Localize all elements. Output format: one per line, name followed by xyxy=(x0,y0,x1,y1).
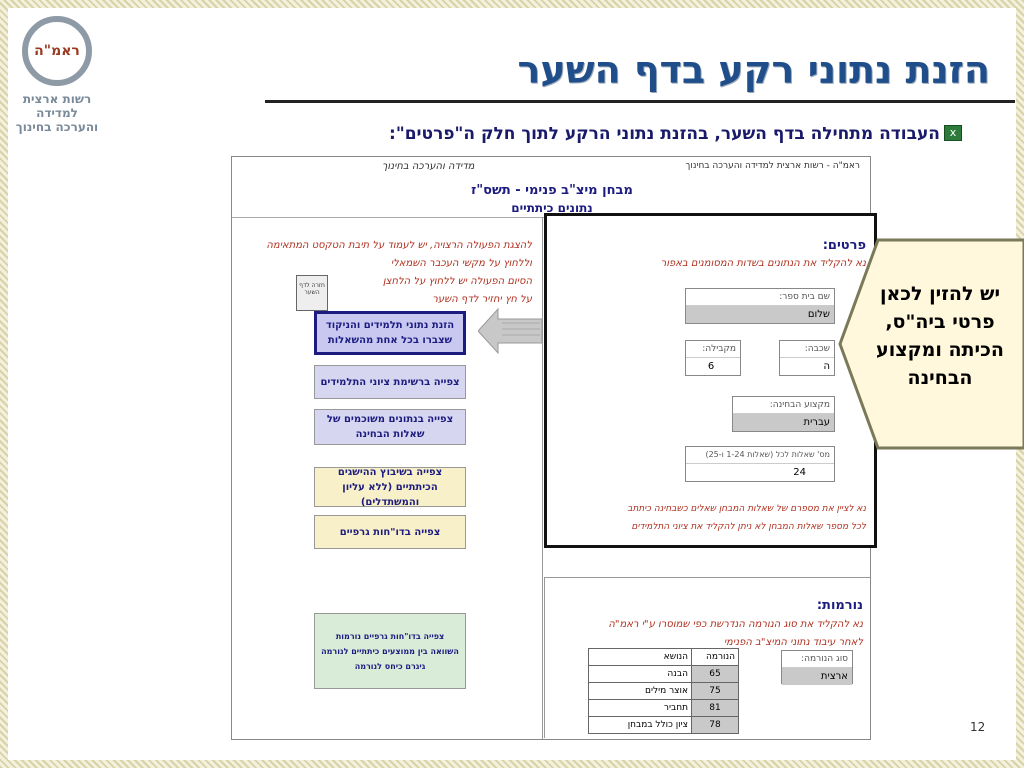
norm-topic: אוצר מילים xyxy=(588,682,692,700)
view-graph-reports-button[interactable]: צפייה בדו"חות גרפיים xyxy=(314,515,466,549)
table-row: הנורמה הנושא xyxy=(588,648,739,666)
norm-value[interactable]: 78 xyxy=(691,716,739,734)
table-row: 75 אוצר מילים xyxy=(588,682,739,700)
callout-shape xyxy=(838,238,1024,450)
norm-header-value: הנורמה xyxy=(691,648,739,666)
sheet-divider xyxy=(542,217,543,739)
grey-arrow-icon xyxy=(478,307,542,355)
school-name-input[interactable]: שלום xyxy=(686,306,834,323)
table-row: 65 הבנה xyxy=(588,665,739,683)
slide-subtitle: העבודה מתחילה בדף השער, בהזנת נתוני הרקע… xyxy=(389,124,940,144)
grade-label: שכבה: xyxy=(780,341,834,358)
details-instruction: נא להקליד את הנתונים בשדות המסומנים באפו… xyxy=(660,258,866,269)
view-student-grades-button[interactable]: צפייה ברשימת ציוני התלמידים xyxy=(314,365,466,399)
norm-value[interactable]: 65 xyxy=(691,665,739,683)
return-arrow-button[interactable]: חזרה לדף השער xyxy=(296,275,328,311)
title-underline xyxy=(265,100,1015,103)
callout-text: יש להזין לכאן פרטי ביה"ס, הכיתה ומקצוע ה… xyxy=(876,283,1004,389)
norms-title: נורמות: xyxy=(816,598,863,613)
norm-value[interactable]: 81 xyxy=(691,699,739,717)
sheet-header: מדידה והערכה בחינוך ראמ"ה - רשות ארצית ל… xyxy=(232,157,870,218)
norm-value[interactable]: 75 xyxy=(691,682,739,700)
excel-bullet-icon: x xyxy=(944,125,962,141)
questions-count-field: מס' שאלות לכל (שאלות 1-24 ו-25) 24 xyxy=(685,446,835,482)
sheet-header-right: ראמ"ה - רשות ארצית למדידה והערכה בחינוך xyxy=(685,161,860,171)
rama-logo: ראמ"ה xyxy=(22,16,92,86)
view-norm-reports-button[interactable]: צפייה בדו"חות גרפיים נורמות השוואה בין מ… xyxy=(314,613,466,689)
norms-instruction: נא להקליד את סוג הנורמה הנדרשת כפי שמוסר… xyxy=(608,619,863,648)
logo-text: ראמ"ה xyxy=(34,43,80,59)
details-footnote: נא לציין את מספרם של שאלות המבחן שאלים כ… xyxy=(627,504,866,532)
school-name-field: שם בית ספר: שלום xyxy=(685,288,835,324)
subject-input[interactable]: עברית xyxy=(733,414,834,431)
sheet-subtitle: נתונים כיתתיים xyxy=(511,201,593,215)
norm-type-input[interactable]: ארצית xyxy=(782,668,852,685)
table-row: 81 תחביר xyxy=(588,699,739,717)
norms-section: נורמות: נא להקליד את סוג הנורמה הנדרשת כ… xyxy=(544,577,871,738)
table-row: 78 ציון כולל במבחן xyxy=(588,716,739,734)
view-question-data-button[interactable]: צפייה בנתונים משוכמים של שאלות הבחינה xyxy=(314,409,466,445)
norm-type-field: סוג הנורמה: ארצית xyxy=(781,650,853,685)
sheet-instructions: להצגת הפעולה הרצויה, יש לעמוד על תיבת הט… xyxy=(266,240,532,305)
class-label: מקבילה: xyxy=(686,341,740,358)
sheet-header-left: מדידה והערכה בחינוך xyxy=(382,161,475,172)
norm-topic: הבנה xyxy=(588,665,692,683)
sheet-title: מבחן מיצ"ב פנימי - תשס"ז xyxy=(471,183,633,198)
grade-field: שכבה: ה xyxy=(779,340,835,376)
details-title: פרטים: xyxy=(822,238,866,253)
school-name-label: שם בית ספר: xyxy=(686,289,834,306)
norm-header-topic: הנושא xyxy=(588,648,692,666)
class-input[interactable]: 6 xyxy=(707,361,715,372)
questions-count-label: מס' שאלות לכל (שאלות 1-24 ו-25) xyxy=(686,447,834,464)
norms-table: הנורמה הנושא 65 הבנה 75 אוצר מילים 81 תח… xyxy=(588,648,739,734)
enter-student-data-button[interactable]: הזנת נתוני תלמידים והניקוד שצברו בכל אחת… xyxy=(314,311,466,355)
subject-label: מקצוע הבחינה: xyxy=(733,397,834,414)
subject-field: מקצוע הבחינה: עברית xyxy=(732,396,835,432)
page-number: 12 xyxy=(970,720,986,734)
class-field: מקבילה: 6 xyxy=(685,340,741,376)
details-panel: פרטים: נא להקליד את הנתונים בשדות המסומנ… xyxy=(544,213,877,548)
norm-topic: ציון כולל במבחן xyxy=(588,716,692,734)
questions-count-input[interactable]: 24 xyxy=(793,467,806,478)
org-name: רשות ארצית למדידה והערכה בחינוך xyxy=(15,92,99,134)
grade-input[interactable]: ה xyxy=(823,361,830,372)
slide-title: הזנת נתוני רקע בדף השער xyxy=(517,48,990,92)
norm-type-label: סוג הנורמה: xyxy=(782,651,852,668)
norm-topic: תחביר xyxy=(588,699,692,717)
view-class-achievements-button[interactable]: צפייה בשיבוץ ההישגים הכיתתיים (ללא עליון… xyxy=(314,467,466,508)
